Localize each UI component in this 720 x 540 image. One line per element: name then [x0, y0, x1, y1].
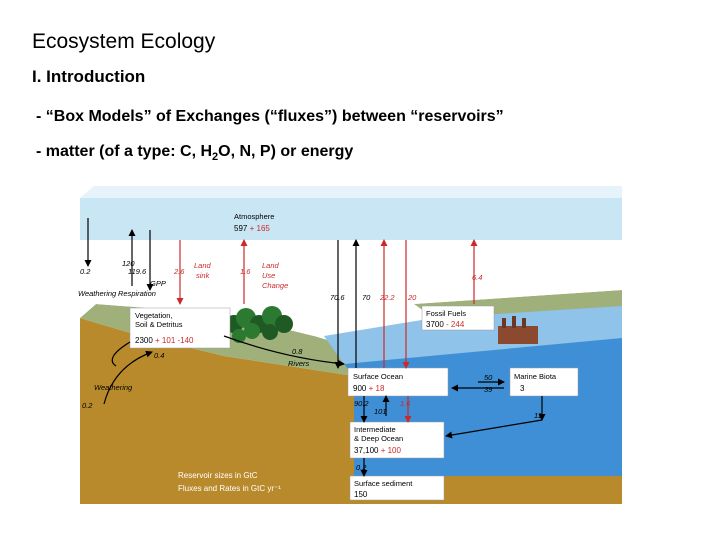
- svg-text:90.2: 90.2: [354, 399, 369, 408]
- atmosphere-slab: [80, 198, 622, 240]
- svg-text:120: 120: [122, 259, 135, 268]
- svg-text:0.8: 0.8: [292, 347, 303, 356]
- factory-icon: [498, 316, 538, 344]
- vegetation-label-1: Vegetation,: [135, 311, 173, 320]
- atmosphere-top: [80, 186, 622, 198]
- deep-ocean-value: 37,100 + 100: [354, 446, 401, 455]
- deep-ocean-label-1: Intermediate: [354, 425, 396, 434]
- carbon-cycle-diagram: Atmosphere 597 + 165 Vegetation, Soil & …: [78, 186, 622, 504]
- bullet-matter: - matter (of a type: C, H2O, N, P) or en…: [36, 143, 353, 163]
- svg-text:70.6: 70.6: [330, 293, 345, 302]
- svg-text:Change: Change: [262, 281, 288, 290]
- svg-text:1.6: 1.6: [400, 399, 411, 408]
- svg-text:50: 50: [484, 373, 493, 382]
- svg-text:Weathering: Weathering: [94, 383, 133, 392]
- svg-text:2.6: 2.6: [173, 267, 185, 276]
- bullet-matter-pre: - matter (of a type: C, H: [36, 143, 213, 160]
- anthropogenic-flux-arrows: [176, 239, 478, 423]
- marine-biota-reservoir: Marine Biota 3: [509, 367, 579, 397]
- atmosphere-reservoir: Atmosphere 597 + 165: [229, 208, 339, 234]
- sediment-value: 150: [354, 490, 368, 499]
- flux-labels: 0.2 Weathering 120 GPP 119.6 Respiration…: [78, 259, 542, 472]
- vegetation-label-2: Soil & Detritus: [135, 320, 183, 329]
- slide-title: Ecosystem Ecology: [32, 30, 216, 53]
- svg-text:0.2: 0.2: [82, 401, 93, 410]
- deep-ocean-reservoir: Intermediate & Deep Ocean 37,100 + 100: [349, 421, 445, 459]
- svg-text:Fluxes and Rates in GtC yr⁻¹: Fluxes and Rates in GtC yr⁻¹: [178, 484, 281, 493]
- surface-ocean-label: Surface Ocean: [353, 372, 403, 381]
- vegetation-reservoir: Vegetation, Soil & Detritus 2300 + 101 -…: [129, 307, 231, 349]
- svg-text:11: 11: [534, 411, 542, 420]
- svg-text:1.6: 1.6: [240, 267, 251, 276]
- sediment-label: Surface sediment: [354, 479, 413, 488]
- natural-flux-arrows: [84, 218, 546, 477]
- svg-text:Reservoir sizes in GtC: Reservoir sizes in GtC: [178, 471, 258, 480]
- deep-ocean-label-2: & Deep Ocean: [354, 434, 403, 443]
- svg-text:sink: sink: [196, 271, 211, 280]
- svg-text:Rivers: Rivers: [288, 359, 310, 368]
- marine-biota-value: 3: [520, 384, 525, 393]
- svg-text:0.2: 0.2: [356, 463, 367, 472]
- svg-text:101: 101: [374, 407, 387, 416]
- svg-text:0.2: 0.2: [80, 267, 91, 276]
- bullet-matter-sub: 2: [212, 151, 219, 164]
- fossil-label: Fossil Fuels: [426, 309, 466, 318]
- svg-text:20: 20: [407, 293, 417, 302]
- svg-text:22.2: 22.2: [379, 293, 395, 302]
- atmosphere-label: Atmosphere: [234, 212, 274, 221]
- fossil-fuels-reservoir: Fossil Fuels 3700 - 244: [421, 305, 495, 331]
- svg-text:6.4: 6.4: [472, 273, 482, 282]
- marine-biota-label: Marine Biota: [514, 372, 557, 381]
- bullet-box-models: - “Box Models” of Exchanges (“fluxes”) b…: [36, 108, 504, 125]
- vegetation-value: 2300 + 101 -140: [135, 336, 194, 345]
- atmosphere-value: 597 + 165: [234, 224, 270, 233]
- sediment-reservoir: Surface sediment 150: [349, 475, 445, 501]
- svg-text:70: 70: [362, 293, 371, 302]
- svg-text:Respiration: Respiration: [118, 289, 156, 298]
- bullet-matter-post: O, N, P) or energy: [218, 143, 354, 160]
- surface-ocean-reservoir: Surface Ocean 900 + 18: [347, 367, 449, 397]
- svg-text:Use: Use: [262, 271, 275, 280]
- diagram-legend: Reservoir sizes in GtC Fluxes and Rates …: [178, 471, 281, 493]
- svg-text:GPP: GPP: [150, 279, 166, 288]
- ocean-surface: [324, 304, 622, 364]
- svg-text:Land: Land: [194, 261, 212, 270]
- surface-ocean-value: 900 + 18: [353, 384, 385, 393]
- svg-text:39: 39: [484, 385, 493, 394]
- svg-text:119.6: 119.6: [128, 267, 147, 276]
- section-heading: I. Introduction: [32, 67, 146, 86]
- svg-text:Weathering: Weathering: [78, 289, 117, 298]
- svg-text:0.4: 0.4: [154, 351, 164, 360]
- forest: [225, 306, 293, 343]
- ground-front: [80, 318, 622, 504]
- svg-text:Land: Land: [262, 261, 280, 270]
- fossil-value: 3700 - 244: [426, 320, 465, 329]
